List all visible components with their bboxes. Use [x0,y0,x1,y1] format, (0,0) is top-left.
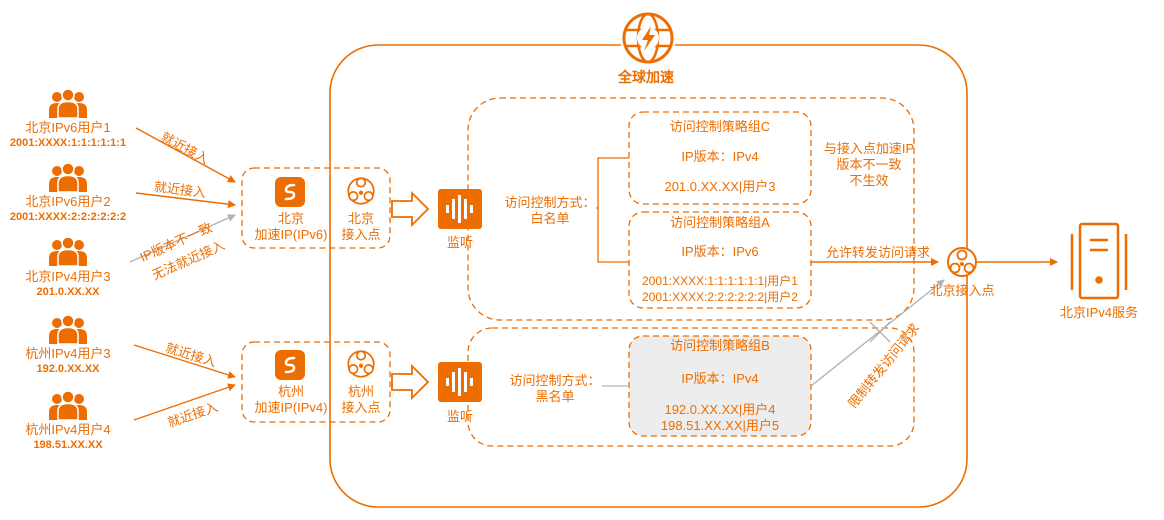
policy-group-c-box [628,111,812,205]
beijing-listener-label: 监听 [446,235,473,250]
listener-icon [438,362,482,402]
hangzhou-accel-ip-line1: 杭州 [277,384,304,399]
user-group-icon [48,236,88,266]
user-2-name: 北京IPv6用户2 [25,194,111,209]
policy-b-version: IP版本：IPv4 [681,371,759,386]
user-group-icon [48,390,88,420]
policy-b-title: 访问控制策略组B [670,338,770,353]
policy-b-entry-1: 192.0.XX.XX|用户4 [664,402,776,417]
user-4-ip: 192.0.XX.XX [36,363,100,375]
global-acceleration-title: 全球加速 [618,69,674,85]
beijing-access-point-line2: 接入点 [341,227,381,242]
user-3-ip: 201.0.XX.XX [36,286,100,298]
accel-ip-icon [275,350,305,380]
policy-group-a-box [628,211,812,309]
access-point-icon [347,177,375,205]
user-4-name: 杭州IPv4用户3 [25,346,111,361]
version-mismatch-note-line2: 版本不一致 [836,157,902,172]
beijing-accel-ip-line2: 加速IP(IPv6) [254,227,328,242]
beijing-access-point-line1: 北京 [347,211,374,226]
accel-ip-icon [275,177,305,207]
hangzhou-access-point-line2: 接入点 [341,400,381,415]
hangzhou-acl-mode-line1: 访问控制方式： [509,373,601,388]
policy-c-version: IP版本：IPv4 [681,149,759,164]
forward-block-arrow [391,363,430,401]
user-1-ip: 2001:XXXX:1:1:1:1:1:1 [9,137,127,149]
hangzhou-acl-mode-line2: 黑名单 [535,389,575,404]
globe-icon [620,10,676,66]
service-label: 北京IPv4服务 [1059,305,1138,320]
user-1-name: 北京IPv6用户1 [25,120,111,135]
beijing-acl-mode-line2: 白名单 [530,211,570,226]
hangzhou-access-point-line1: 杭州 [347,384,374,399]
user-3-name: 北京IPv4用户3 [25,269,111,284]
beijing-entry-box [241,167,391,249]
exit-access-point-label: 北京接入点 [929,283,995,298]
policy-a-title: 访问控制策略组A [670,215,770,230]
listener-icon [438,189,482,229]
allow-forward-label: 允许转发访问请求 [826,245,931,260]
policy-c-title: 访问控制策略组C [669,119,771,134]
user-2-ip: 2001:XXXX:2:2:2:2:2:2 [9,211,127,223]
server-icon [1070,222,1128,300]
user-5-ip: 198.51.XX.XX [33,439,103,451]
policy-a-entry-1: 2001:XXXX:1:1:1:1:1:1|用户1 [642,274,798,288]
policy-b-entry-2: 198.51.XX.XX|用户5 [660,418,780,433]
version-mismatch-note-line1: 与接入点加速IP [823,141,915,156]
version-mismatch-note-line3: 不生效 [849,173,889,188]
user-group-icon [48,162,88,192]
policy-c-entry-1: 201.0.XX.XX|用户3 [664,179,776,194]
hangzhou-entry-box [241,341,391,423]
user-group-icon [48,88,88,118]
user-group-icon [48,314,88,344]
beijing-acl-mode-line1: 访问控制方式： [504,195,596,210]
beijing-accel-ip-line1: 北京 [277,211,304,226]
user-5-name: 杭州IPv4用户4 [25,422,111,437]
policy-a-entry-2: 2001:XXXX:2:2:2:2:2:2|用户2 [642,290,798,304]
policy-a-version: IP版本：IPv6 [681,244,759,259]
hangzhou-accel-ip-line2: 加速IP(IPv4) [254,400,328,415]
access-point-icon [347,350,375,378]
hangzhou-listener-label: 监听 [446,409,473,424]
forward-block-arrow [391,190,430,228]
